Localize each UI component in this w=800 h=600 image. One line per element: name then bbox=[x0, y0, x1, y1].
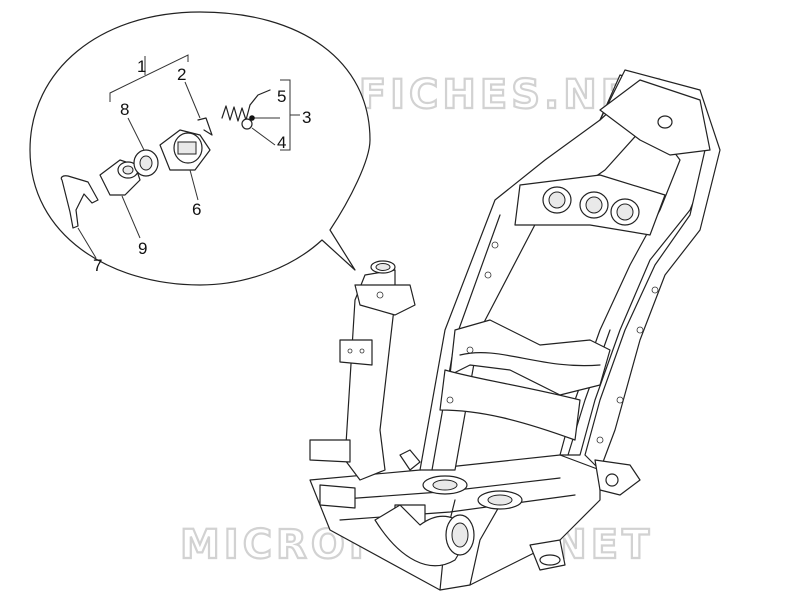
callout-numbers: 1 2 3 4 5 6 7 8 9 bbox=[93, 57, 311, 275]
scooter-frame bbox=[309, 69, 721, 591]
callout-8: 8 bbox=[120, 100, 129, 119]
o-ring bbox=[241, 118, 253, 130]
spring bbox=[221, 104, 251, 122]
callout-4: 4 bbox=[277, 133, 286, 152]
callout-7: 7 bbox=[93, 256, 102, 275]
callout-6: 6 bbox=[192, 200, 201, 219]
small-clip bbox=[197, 117, 213, 136]
callout-5: 5 bbox=[277, 87, 286, 106]
detail-parts bbox=[60, 89, 271, 229]
leader-lines bbox=[77, 54, 300, 259]
wire-clip bbox=[60, 175, 99, 229]
callout-9: 9 bbox=[138, 239, 147, 258]
callout-1: 1 bbox=[137, 57, 146, 76]
callout-3: 3 bbox=[302, 108, 311, 127]
callout-2: 2 bbox=[177, 65, 186, 84]
